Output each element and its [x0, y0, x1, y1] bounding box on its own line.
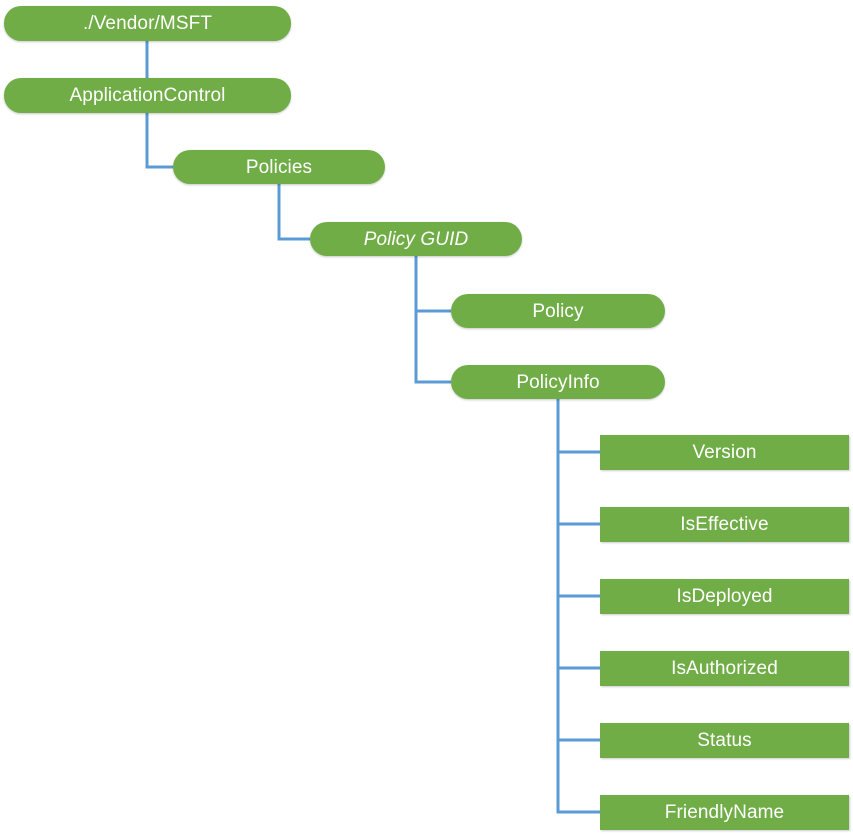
connector-policyinfo-to-isdeployed [556, 399, 600, 598]
node-label-isdeployed: IsDeployed [676, 586, 773, 607]
connector-policyguid-to-policyinfo [414, 256, 451, 384]
node-label-policy: Policy [532, 300, 584, 322]
node-iseffective[interactable]: IsEffective [600, 507, 849, 542]
node-label-policies: Policies [245, 156, 313, 178]
connector-policyinfo-to-iseffective [556, 399, 600, 526]
node-isdeployed[interactable]: IsDeployed [600, 579, 849, 614]
connector-applicationcontrol-to-policies [145, 113, 173, 169]
connector-policies-to-policyguid [277, 184, 310, 241]
connector-policyinfo-to-version [556, 399, 600, 454]
connector-policyinfo-to-status [556, 399, 600, 742]
node-isauthorized[interactable]: IsAuthorized [600, 651, 849, 686]
node-status[interactable]: Status [600, 723, 849, 758]
connector-policyguid-to-policy [414, 256, 451, 313]
node-applicationcontrol[interactable]: ApplicationControl [4, 78, 291, 113]
node-label-applicationcontrol: ApplicationControl [69, 85, 226, 106]
connector-policyinfo-to-friendlyname [556, 399, 600, 814]
node-policies[interactable]: Policies [173, 150, 385, 184]
node-label-version: Version [692, 442, 757, 463]
node-vendor[interactable]: ./Vendor/MSFT [4, 6, 291, 41]
node-label-vendor: ./Vendor/MSFT [82, 13, 213, 34]
node-label-policyguid: Policy GUID [363, 228, 469, 250]
node-friendlyname[interactable]: FriendlyName [600, 795, 849, 830]
node-policyinfo[interactable]: PolicyInfo [451, 365, 665, 399]
node-label-isauthorized: IsAuthorized [671, 658, 778, 679]
node-policy[interactable]: Policy [451, 294, 665, 328]
node-policyguid[interactable]: Policy GUID [310, 222, 522, 256]
node-label-policyinfo: PolicyInfo [516, 371, 600, 393]
node-label-iseffective: IsEffective [680, 514, 769, 535]
node-label-status: Status [697, 730, 752, 751]
node-label-friendlyname: FriendlyName [664, 802, 785, 823]
node-version[interactable]: Version [600, 435, 849, 470]
connector-policyinfo-to-isauthorized [556, 399, 600, 670]
